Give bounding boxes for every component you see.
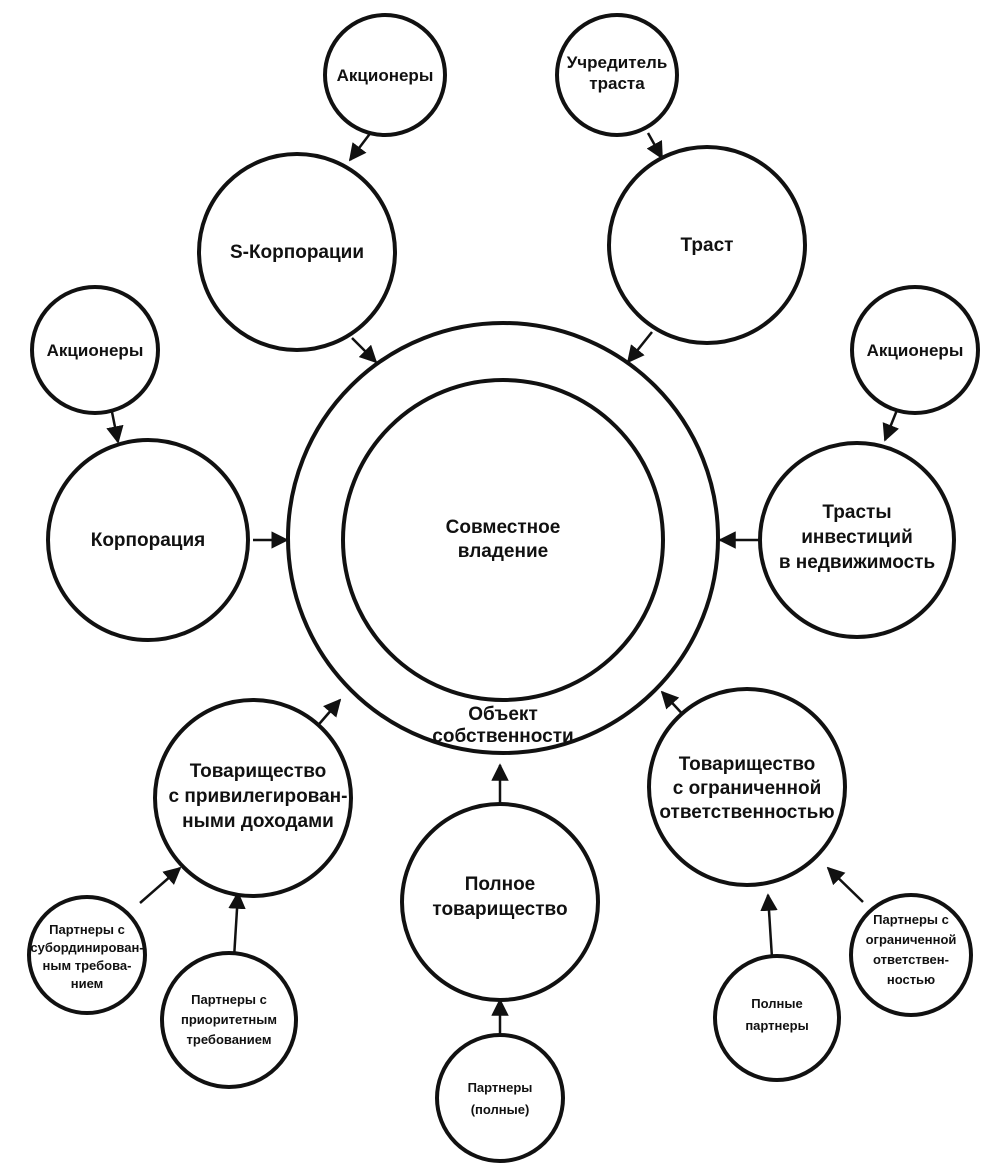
subordinated-partners-label-1: Партнеры с <box>49 922 125 937</box>
subordinated-partners-label-3: ным требова- <box>43 958 132 973</box>
general-partners-label-1: Партнеры <box>468 1080 533 1095</box>
shareholders-right-circle <box>850 285 980 415</box>
general-partnership-circle <box>400 802 600 1002</box>
general-partners-label-2: (полные) <box>471 1102 530 1117</box>
arrow-priority-to-preferred <box>228 891 246 959</box>
shareholders-top-circle <box>323 13 447 137</box>
llp-circle <box>647 687 847 887</box>
trust-label: Траст <box>681 235 734 256</box>
arrow-subordinated-to-preferred <box>139 866 182 904</box>
limited-partners-label-4: ностью <box>887 972 935 987</box>
arrow-s-corp-to-center <box>351 337 378 364</box>
corporation-label: Корпорация <box>91 530 206 551</box>
shareholders-top-label: Акционеры <box>337 66 434 85</box>
arrow-full-partners-to-llp <box>760 893 778 959</box>
limited-partners-label-1: Партнеры с <box>873 912 949 927</box>
reit-label-3: в недвижимость <box>779 552 935 573</box>
llp-label-2: с ограниченной <box>673 778 822 799</box>
arrow-limited-partners-to-llp <box>826 866 864 903</box>
preferred-partnership-circle <box>153 698 353 898</box>
full-partners-label-2: партнеры <box>745 1018 808 1033</box>
limited-partners-circle <box>849 893 973 1017</box>
shareholders-left-circle <box>30 285 160 415</box>
general-partnership-label-2: товарищество <box>432 899 567 920</box>
full-partners-label-1: Полные <box>751 996 802 1011</box>
property-object-label-1: Объект <box>468 704 538 725</box>
shareholders-left-label: Акционеры <box>47 341 144 360</box>
arrow-settlor-to-trust <box>646 132 664 160</box>
arrow-shareholders-right-to-reit <box>882 409 899 442</box>
connector-arrows <box>106 126 899 1040</box>
preferred-partnership-label-3: ными доходами <box>182 811 334 832</box>
reit-label-1: Трасты <box>822 502 891 523</box>
joint-ownership-label-2: владение <box>458 541 548 562</box>
priority-partners-circle <box>160 951 298 1089</box>
reit-circle <box>758 441 956 639</box>
trust-settlor-circle <box>555 13 679 137</box>
property-object-label-2: собственности <box>432 726 573 747</box>
joint-ownership-circle <box>341 378 665 702</box>
general-partnership-label-1: Полное <box>465 874 536 895</box>
shareholders-right-label: Акционеры <box>867 341 964 360</box>
subordinated-partners-circle <box>27 895 147 1015</box>
preferred-partnership-label-2: с привилегирован- <box>169 786 348 807</box>
llp-label-3: ответственностью <box>659 802 834 823</box>
reit-label-2: инвестиций <box>801 527 913 548</box>
priority-partners-label-3: требованием <box>187 1032 272 1047</box>
trust-settlor-label-1: Учредитель <box>567 53 668 72</box>
priority-partners-label-1: Партнеры с <box>191 992 267 1007</box>
limited-partners-label-2: ограниченной <box>866 932 957 947</box>
arrow-trust-to-center <box>626 331 653 364</box>
subordinated-partners-label-2: субординирован- <box>30 940 143 955</box>
preferred-partnership-label-1: Товарищество <box>190 761 327 782</box>
general-partners-circle <box>435 1033 565 1163</box>
arrow-shareholders-left-to-corp <box>106 411 124 444</box>
full-partners-circle <box>713 954 841 1082</box>
trust-settlor-label-2: траста <box>589 74 645 93</box>
llp-label-1: Товарищество <box>679 754 816 775</box>
limited-partners-label-3: ответствен- <box>873 952 949 967</box>
corporation-circle <box>46 438 250 642</box>
priority-partners-label-2: приоритетным <box>181 1012 277 1027</box>
s-corporations-circle <box>197 152 397 352</box>
subordinated-partners-label-4: нием <box>71 976 104 991</box>
s-corporations-label: S-Корпорации <box>230 242 364 263</box>
joint-ownership-label-1: Совместное <box>446 517 561 538</box>
trust-circle <box>607 145 807 345</box>
